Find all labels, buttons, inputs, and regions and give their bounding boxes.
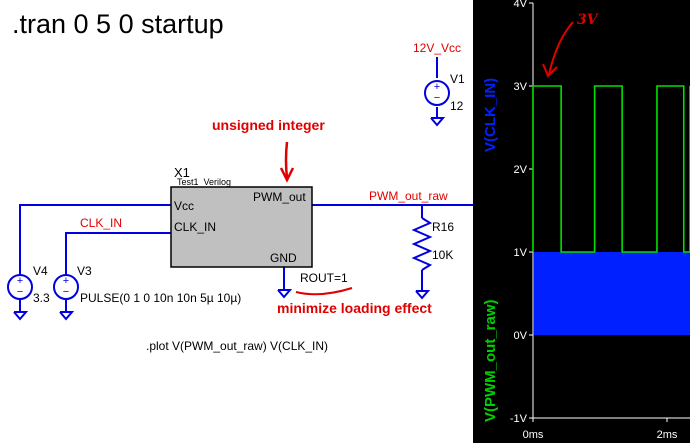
series-label-clk-in: V(CLK_IN): [482, 78, 499, 152]
x1-param-rout[interactable]: ROUT=1: [300, 271, 348, 285]
v3-value: PULSE(0 1 0 10n 10n 5µ 10µ): [80, 291, 242, 305]
annotation-arrow: [284, 141, 289, 179]
annotation-minimize-loading: minimize loading effect: [277, 300, 432, 316]
v4-source[interactable]: + −: [7, 274, 33, 300]
x1-pin-vcc: Vcc: [174, 199, 195, 213]
x-tick-label: 0ms: [523, 429, 544, 441]
x1-pin-pwm-out: PWM_out: [253, 190, 306, 204]
v1-name: V1: [450, 72, 465, 86]
r16-value: 10K: [432, 248, 454, 262]
x1-pin-clk-in: CLK_IN: [174, 220, 217, 234]
y-tick-label: 4V: [514, 0, 528, 10]
r16-name: R16: [432, 220, 455, 234]
y-tick-label: 3V: [514, 81, 528, 93]
waveform-panel[interactable]: 4V 3V 2V 1V 0V -1V 0ms 2ms V(CLK_IN) V(PWM_out_ra…: [473, 0, 690, 443]
v4-name: V4: [33, 264, 48, 278]
annotation-unsigned-integer: unsigned integer: [212, 117, 325, 133]
svg-text:+: +: [63, 275, 69, 287]
x-tick-label: 2ms: [657, 429, 678, 441]
x1-model: Test1_Verilog: [177, 177, 232, 187]
plot-directive[interactable]: .plot V(PWM_out_raw) V(CLK_IN): [146, 339, 329, 353]
x1-component[interactable]: [170, 186, 313, 268]
svg-text:−: −: [17, 286, 23, 298]
clk-in-trace: [532, 85, 690, 253]
svg-text:+: +: [434, 81, 440, 93]
pwm-out-raw-net-label[interactable]: PWM_out_raw: [369, 189, 448, 203]
y-tick-label: 0V: [514, 330, 528, 342]
y-tick-label: 2V: [514, 164, 528, 176]
v1-source[interactable]: + −: [424, 80, 450, 106]
pwm-out-raw-band: [534, 252, 690, 335]
x1-ref: X1: [174, 165, 190, 180]
v3-source[interactable]: + −: [53, 274, 79, 300]
x1-pin-gnd: GND: [270, 251, 297, 265]
annotation-3v-arrow: [548, 21, 574, 75]
annotation-underline: [295, 287, 353, 296]
svg-text:−: −: [434, 92, 440, 104]
r16-resistor[interactable]: [411, 217, 433, 271]
v1-net-label[interactable]: 12V_Vcc: [413, 41, 462, 55]
v3-name: V3: [77, 264, 92, 278]
series-label-pwm-out-raw: V(PWM_out_raw): [482, 299, 499, 422]
annotation-arrowhead: [279, 167, 295, 183]
v4-value: 3.3: [33, 291, 50, 305]
svg-text:+: +: [17, 275, 23, 287]
wires: [19, 57, 473, 312]
annotation-3v-arrowhead: [542, 63, 558, 78]
clk-in-net-label[interactable]: CLK_IN: [80, 216, 123, 230]
y-tick-label: 1V: [514, 247, 528, 259]
v1-value: 12: [450, 99, 464, 113]
y-tick-label: -1V: [510, 413, 528, 425]
ground-symbols: [13, 117, 446, 321]
annotation-3v: 3V: [577, 12, 598, 28]
svg-text:−: −: [63, 286, 69, 298]
schematic-canvas[interactable]: + − + − + −: [0, 0, 473, 443]
waveform-plot[interactable]: 4V 3V 2V 1V 0V -1V 0ms 2ms V(CLK_IN) V(PWM_out_ra…: [473, 0, 690, 443]
tran-directive[interactable]: .tran 0 5 0 startup: [12, 9, 224, 39]
